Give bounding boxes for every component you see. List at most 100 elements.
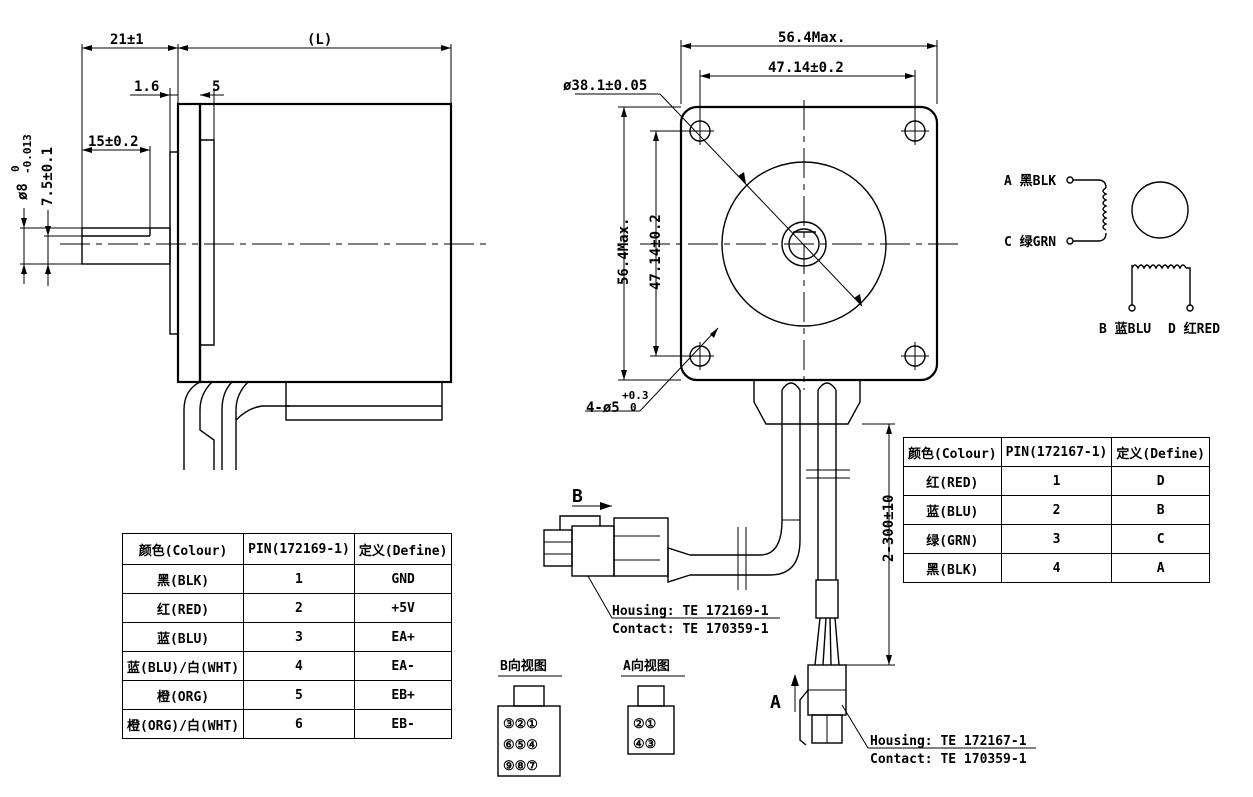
table-cell: 2 <box>243 593 355 623</box>
table-header-row: 颜色(Colour) PIN(172167-1) 定义(Define) <box>903 437 1210 467</box>
table-cell: D <box>1111 466 1210 496</box>
a-view-title: A向视图 <box>623 658 670 674</box>
motor-body <box>198 102 453 384</box>
table-row: 橙(ORG) 5 EB+ <box>121 680 453 710</box>
dim-shaft-tol-lower: -0.013 <box>21 134 34 174</box>
lead-outlet <box>753 380 861 425</box>
table-cell: 绿(GRN) <box>903 524 1002 554</box>
table-cell: EA- <box>353 651 453 681</box>
rotor-symbol <box>1131 181 1189 239</box>
table-cell: EB+ <box>353 680 453 710</box>
table-cell: 4 <box>1000 553 1113 583</box>
table-cell: 红(RED) <box>903 466 1002 496</box>
table-header-pin: PIN(172169-1) <box>243 533 355 565</box>
b-view-face <box>497 705 561 777</box>
table-cell: 3 <box>243 622 355 652</box>
table-cell: B <box>1111 495 1210 525</box>
table-cell: 1 <box>1000 466 1113 496</box>
motor-flange <box>176 102 202 384</box>
dim-flange: 1.6 <box>134 79 159 95</box>
b-view-title: B向视图 <box>500 658 547 674</box>
front-view: ø38.1±0.05 56.4Max. 47.14±0.2 56.4Max. 4… <box>543 30 1036 767</box>
a-view-face <box>627 705 675 755</box>
cable-b-upper <box>690 390 783 556</box>
table-row: 蓝(BLU) 3 EA+ <box>121 622 453 652</box>
dim-shaft-dia: ø8 <box>15 183 31 200</box>
cable-1 <box>183 381 215 470</box>
dim-hole-spacing-v: 47.14±0.2 <box>648 214 664 290</box>
table-cell: +5V <box>353 593 453 623</box>
table-cell: 黑(BLK) <box>121 564 245 594</box>
table-header-colour: 颜色(Colour) <box>903 437 1002 467</box>
table-cell: 橙(ORG) <box>121 680 245 710</box>
dim-lead-length: 2-300±10 <box>881 495 897 562</box>
pilot-boss <box>169 151 179 335</box>
b-view-row-1: ③②① <box>503 717 538 732</box>
table-cell: 红(RED) <box>121 593 245 623</box>
pin-table-encoder: 颜色(Colour) PIN(172169-1) 定义(Define) 黑(BL… <box>121 533 453 739</box>
dim-step: 5 <box>212 79 220 95</box>
connector-b-contact-label: Contact: TE 170359-1 <box>612 622 769 637</box>
table-cell: 5 <box>243 680 355 710</box>
cable-b-lower <box>690 390 801 576</box>
b-view-row-3: ⑨⑧⑦ <box>503 759 538 774</box>
table-header-pin: PIN(172167-1) <box>1000 437 1113 467</box>
dim-width-max: 56.4Max. <box>778 30 845 46</box>
shaft <box>81 227 171 265</box>
table-row: 黑(BLK) 1 GND <box>121 564 453 594</box>
table-row: 橙(ORG)/白(WHT) 6 EB- <box>121 709 453 739</box>
cable-a <box>817 390 837 580</box>
b-view-row-2: ⑥⑤④ <box>503 738 538 753</box>
table-cell: 3 <box>1000 524 1113 554</box>
b-view: B向视图 ③②① ⑥⑤④ ⑨⑧⑦ <box>497 658 562 777</box>
table-header-define: 定义(Define) <box>353 533 453 565</box>
dim-shaft-length: 21±1 <box>110 32 144 48</box>
table-cell: 1 <box>243 564 355 594</box>
table-cell: 蓝(BLU)/白(WHT) <box>121 651 245 681</box>
table-cell: 黑(BLK) <box>903 553 1002 583</box>
dim-holes: 4-ø5 <box>586 400 620 416</box>
table-row: 红(RED) 1 D <box>903 466 1210 496</box>
table-header-row: 颜色(Colour) PIN(172169-1) 定义(Define) <box>121 533 453 565</box>
dim-shaft-tol-upper: 0 <box>9 165 22 172</box>
table-cell: 2 <box>1000 495 1113 525</box>
table-cell: EA+ <box>353 622 453 652</box>
a-view-row-1: ②① <box>633 717 656 732</box>
table-header-colour: 颜色(Colour) <box>121 533 245 565</box>
wiring-label-c: C 绿GRN <box>1004 234 1056 250</box>
table-row: 蓝(BLU)/白(WHT) 4 EA- <box>121 651 453 681</box>
table-row: 红(RED) 2 +5V <box>121 593 453 623</box>
dim-height-max: 56.4Max. <box>616 218 632 285</box>
flange-step <box>200 139 215 346</box>
dim-flat-length: 15±0.2 <box>88 134 139 150</box>
dim-flat-depth: 7.5±0.1 <box>40 147 56 206</box>
dim-holes-tol-upper: +0.3 <box>622 389 649 402</box>
coil-bd <box>1131 264 1187 270</box>
connector-b-housing <box>613 517 669 577</box>
cable-2 <box>221 381 249 470</box>
connector-a-housing: Housing: TE 172167-1 <box>870 734 1027 749</box>
dim-holes-tol-lower: 0 <box>630 401 637 414</box>
arrow-b-label: B <box>572 486 583 507</box>
cable-outlet <box>285 381 443 421</box>
table-cell: C <box>1111 524 1210 554</box>
table-cell: 橙(ORG)/白(WHT) <box>121 709 245 739</box>
a-view-row-2: ④③ <box>633 737 656 752</box>
table-row: 黑(BLK) 4 A <box>903 553 1210 583</box>
dim-hole-spacing-h: 47.14±0.2 <box>768 60 844 76</box>
dim-pilot-dia: ø38.1±0.05 <box>563 78 647 94</box>
dim-body-length: (L) <box>307 32 332 48</box>
side-view: 21±1 (L) 1.6 5 15±0.2 ø8 0 -0.013 <box>9 32 490 470</box>
table-cell: 6 <box>243 709 355 739</box>
table-cell: A <box>1111 553 1210 583</box>
wiring-label-d: D 红RED <box>1168 321 1220 337</box>
table-cell: 蓝(BLU) <box>903 495 1002 525</box>
table-cell: 蓝(BLU) <box>121 622 245 652</box>
a-view: A向视图 ②① ④③ <box>621 658 685 755</box>
wiring-label-a: A 黑BLK <box>1004 174 1056 189</box>
coil-ac <box>1102 187 1108 231</box>
table-cell: 4 <box>243 651 355 681</box>
wiring-diagram: A 黑BLK C 绿GRN B 蓝BLU D 红RED <box>1004 174 1220 337</box>
table-row: 蓝(BLU) 2 B <box>903 495 1210 525</box>
